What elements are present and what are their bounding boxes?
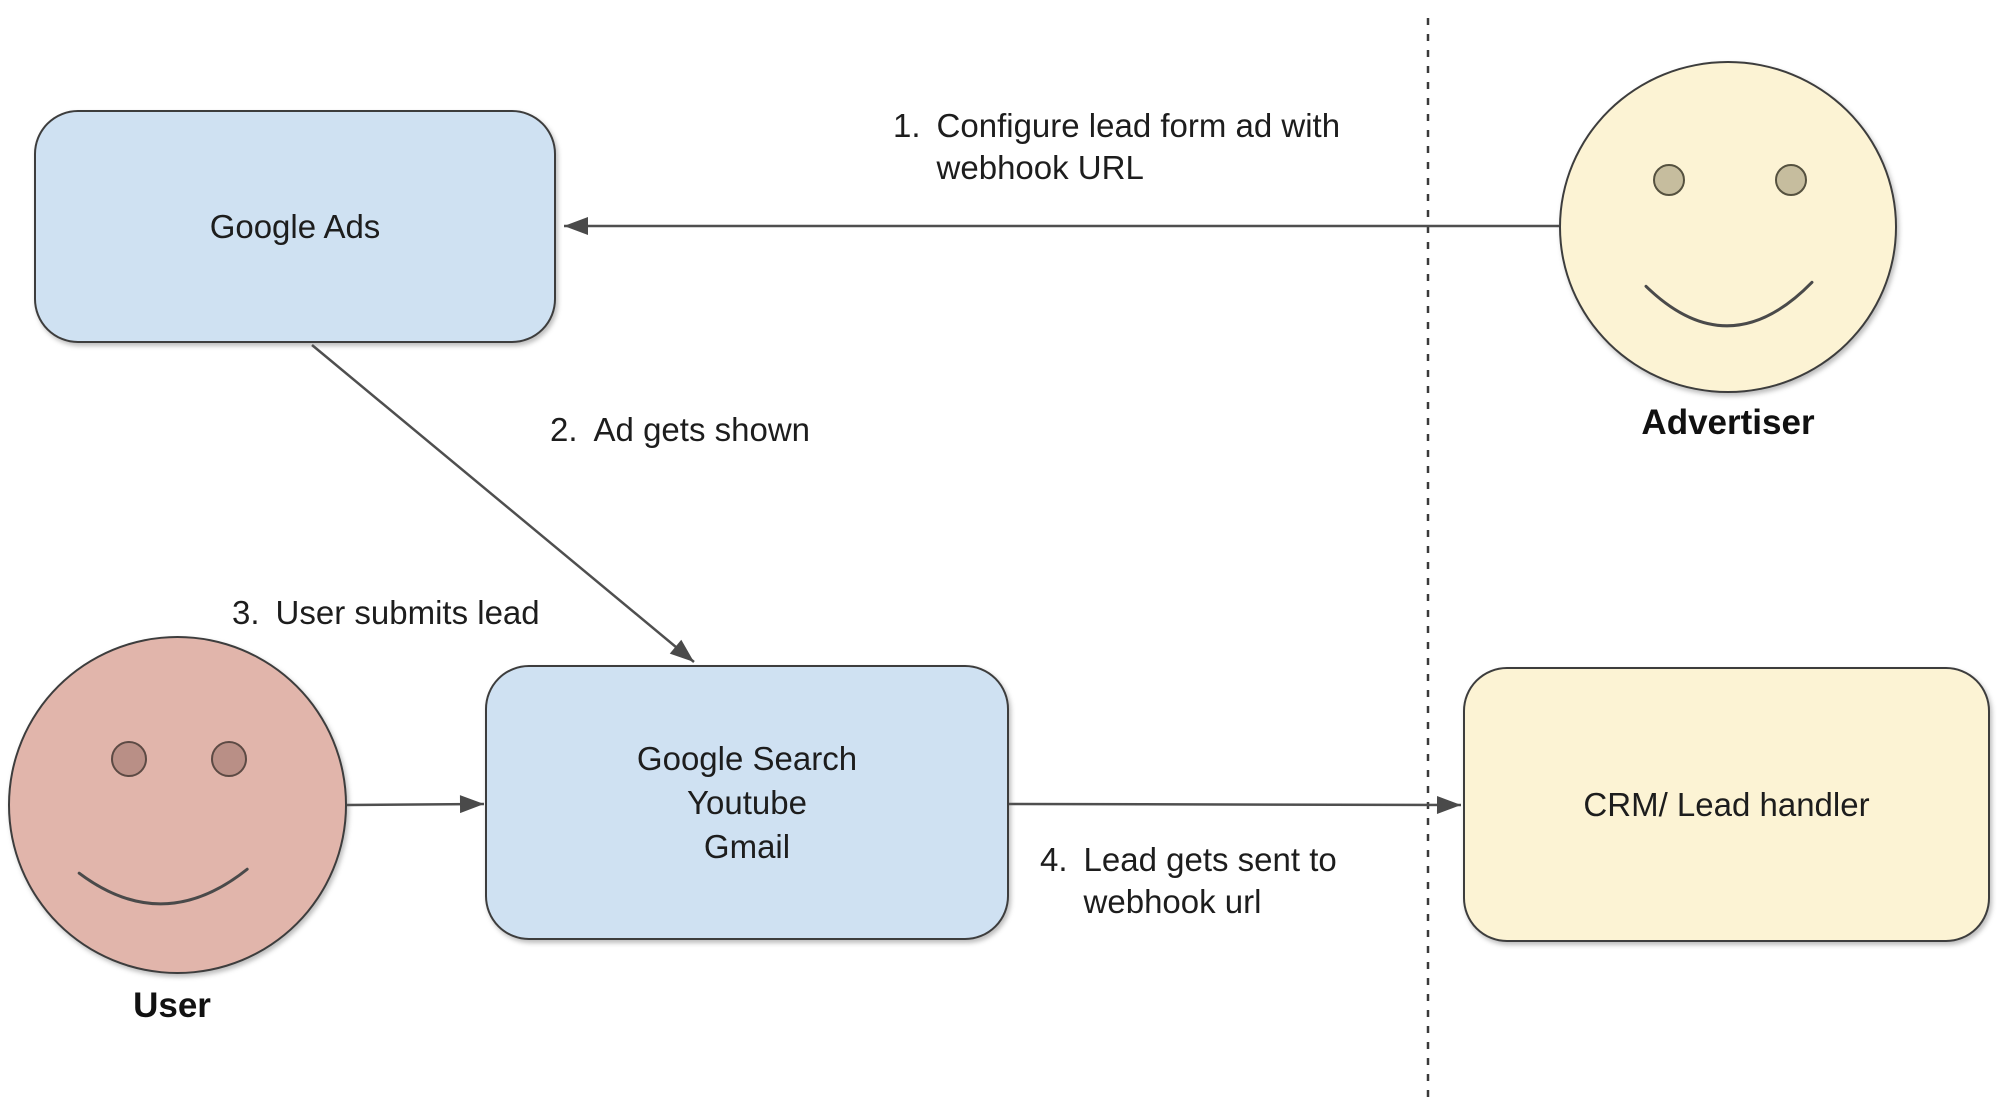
user-left-eye-icon <box>111 741 147 777</box>
step-1-text-line-1: Configure lead form ad with <box>936 107 1341 144</box>
step-2-label: 2. Ad gets shown <box>550 409 810 451</box>
step-3-label: 3. User submits lead <box>232 592 540 634</box>
step-2-text-line-1: Ad gets shown <box>593 411 810 448</box>
step-3-number: 3. <box>232 594 260 631</box>
user-title: User <box>133 986 211 1025</box>
advertiser-smiley-face-icon <box>1559 61 1897 393</box>
step-2-number: 2. <box>550 411 578 448</box>
node-crm-label: CRM/ Lead handler <box>1583 785 1870 823</box>
advertiser-left-eye-icon <box>1653 164 1685 196</box>
user-right-eye-icon <box>211 741 247 777</box>
step-4-text-line-1: Lead gets sent to <box>1083 841 1337 878</box>
node-platforms-line-1: Google Search <box>636 739 858 777</box>
step-3-text-line-1: User submits lead <box>275 594 540 631</box>
step-1-label: 1. Configure lead form ad with webhook U… <box>893 105 1340 189</box>
node-google-ads: Google Ads <box>34 110 556 343</box>
step-1-number: 1. <box>893 107 921 144</box>
advertiser-title: Advertiser <box>1641 403 1815 442</box>
user-smile-icon <box>77 867 249 906</box>
node-google-platforms: Google Search Youtube Gmail <box>485 665 1009 940</box>
user-smiley-face-icon <box>8 636 347 974</box>
arrow-lead-sent-webhook <box>1008 795 1462 814</box>
step-4-number: 4. <box>1040 841 1068 878</box>
step-4-text-line-2: webhook url <box>1083 883 1262 920</box>
advertiser-smile-icon <box>1644 280 1814 328</box>
arrow-ad-gets-shown <box>311 344 695 663</box>
advertiser-right-eye-icon <box>1775 164 1807 196</box>
node-platforms-line-2: Youtube <box>687 783 807 821</box>
step-1-text-line-2: webhook URL <box>936 149 1144 186</box>
step-4-label: 4. Lead gets sent to webhook url <box>1040 839 1337 923</box>
node-platforms-line-3: Gmail <box>703 827 791 865</box>
node-google-ads-label: Google Ads <box>209 207 381 245</box>
node-crm-lead-handler: CRM/ Lead handler <box>1463 667 1990 942</box>
arrow-user-submits-lead <box>346 795 485 814</box>
